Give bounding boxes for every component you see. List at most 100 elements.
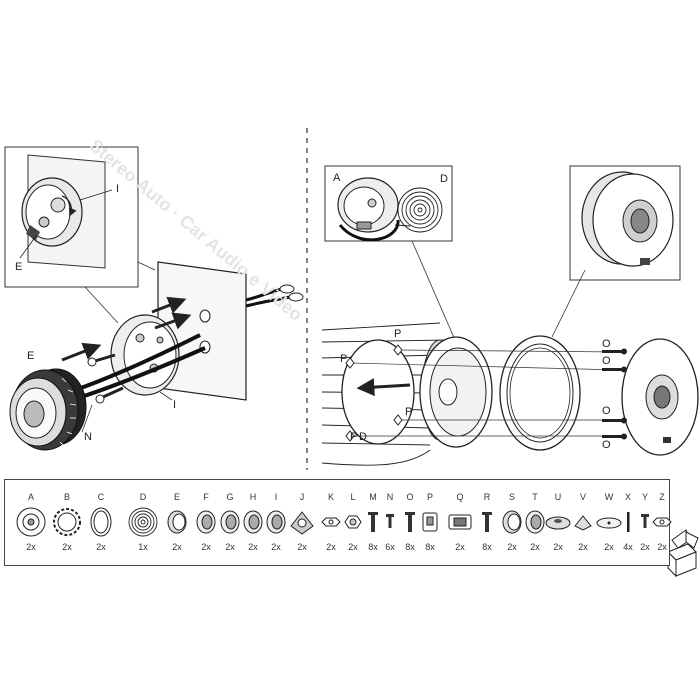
- part-letter: T: [532, 492, 538, 502]
- screw-small-icon: [386, 514, 394, 528]
- part-letter: N: [386, 492, 394, 502]
- callout-p-low: P: [405, 406, 413, 418]
- part-letter: F: [203, 492, 209, 502]
- part-letter: O: [406, 492, 414, 502]
- bracket-icon: [290, 511, 314, 535]
- pin-icon: [627, 512, 630, 532]
- disc-thin-icon: [596, 517, 622, 529]
- callout-e: E: [27, 350, 35, 362]
- part-quantity: 2x: [172, 542, 182, 552]
- left-inset-label-i: I: [116, 183, 119, 195]
- part-c: C 2x: [90, 480, 112, 565]
- part-quantity: 2x: [326, 542, 336, 552]
- clip-p-low: [393, 414, 403, 426]
- left-inset-label-e: E: [15, 261, 22, 273]
- part-quantity: 2x: [657, 542, 667, 552]
- cup-ring-icon: [220, 510, 240, 534]
- part-quantity: 2x: [297, 542, 307, 552]
- part-quantity: 2x: [271, 542, 281, 552]
- part-letter: D: [139, 492, 147, 502]
- part-quantity: 2x: [201, 542, 211, 552]
- screw-icon: [405, 512, 415, 532]
- callout-n: N: [84, 431, 92, 443]
- part-quantity: 2x: [96, 542, 106, 552]
- cup-ring-icon: [266, 510, 286, 534]
- part-t: T 2x: [524, 480, 546, 565]
- front-speaker-cover: [621, 338, 699, 456]
- part-i: I 2x: [265, 480, 287, 565]
- nut-icon: [652, 517, 672, 527]
- part-quantity: 2x: [26, 542, 36, 552]
- callout-o1: O: [602, 338, 611, 350]
- part-letter: X: [624, 492, 631, 502]
- callout-o3: O: [602, 405, 611, 417]
- screw-icon: [368, 512, 378, 532]
- mount-cup: [74, 314, 206, 400]
- part-l: L 2x: [342, 480, 364, 565]
- part-letter: W: [604, 492, 614, 502]
- part-letter: K: [327, 492, 334, 502]
- part-letter: U: [554, 492, 562, 502]
- part-letter: R: [483, 492, 491, 502]
- screw-n-2: [95, 386, 124, 404]
- callout-p-top: P: [394, 328, 402, 340]
- part-letter: C: [97, 492, 105, 502]
- part-quantity: 2x: [604, 542, 614, 552]
- spiral-icon: [128, 507, 158, 537]
- part-quantity: 2x: [507, 542, 517, 552]
- part-quantity: 2x: [348, 542, 358, 552]
- left-inset: [4, 146, 139, 288]
- part-quantity: 8x: [405, 542, 415, 552]
- clip-p-left: [345, 357, 355, 369]
- part-quantity: 2x: [248, 542, 258, 552]
- cup-ring-icon: [196, 510, 216, 534]
- part-quantity: 8x: [368, 542, 378, 552]
- part-f: F 2x: [195, 480, 217, 565]
- callout-o4: O: [602, 439, 611, 451]
- screw-small-icon: [641, 514, 649, 528]
- part-quantity: 2x: [225, 542, 235, 552]
- part-quantity: 8x: [482, 542, 492, 552]
- plate-icon: [448, 514, 472, 530]
- part-letter: Z: [659, 492, 665, 502]
- part-k: K 2x: [320, 480, 342, 565]
- clip-p-top: [393, 344, 403, 356]
- callout-p-bottom-left: P: [350, 431, 358, 443]
- cup-ring-icon: [243, 510, 263, 534]
- arrow-icon: [151, 296, 187, 314]
- part-quantity: 2x: [640, 542, 650, 552]
- part-letter: G: [226, 492, 234, 502]
- wall-plate: [157, 261, 304, 401]
- callout-d: D: [359, 431, 367, 443]
- nut-hex-icon: [344, 515, 362, 529]
- part-quantity: 2x: [455, 542, 465, 552]
- part-letter: I: [274, 492, 278, 502]
- part-letter: M: [369, 492, 377, 502]
- open-box-icon: [667, 529, 699, 578]
- part-letter: L: [350, 492, 356, 502]
- grille-cover: [341, 339, 415, 445]
- part-letter: Y: [641, 492, 648, 502]
- part-y: Y 2x: [634, 480, 656, 565]
- right-inset-speaker: [569, 165, 681, 281]
- cup-icon: [167, 510, 187, 534]
- part-quantity: 2x: [530, 542, 540, 552]
- part-m: M 8x: [362, 480, 384, 565]
- part-letter: P: [426, 492, 433, 502]
- screw-o-group: [602, 348, 627, 440]
- part-quantity: 2x: [578, 542, 588, 552]
- arrow-icon: [61, 342, 102, 362]
- nut-icon: [321, 517, 341, 527]
- part-w: W 2x: [596, 480, 622, 565]
- callout-p-left: P: [340, 353, 348, 365]
- part-quantity: 6x: [385, 542, 395, 552]
- part-letter: H: [249, 492, 257, 502]
